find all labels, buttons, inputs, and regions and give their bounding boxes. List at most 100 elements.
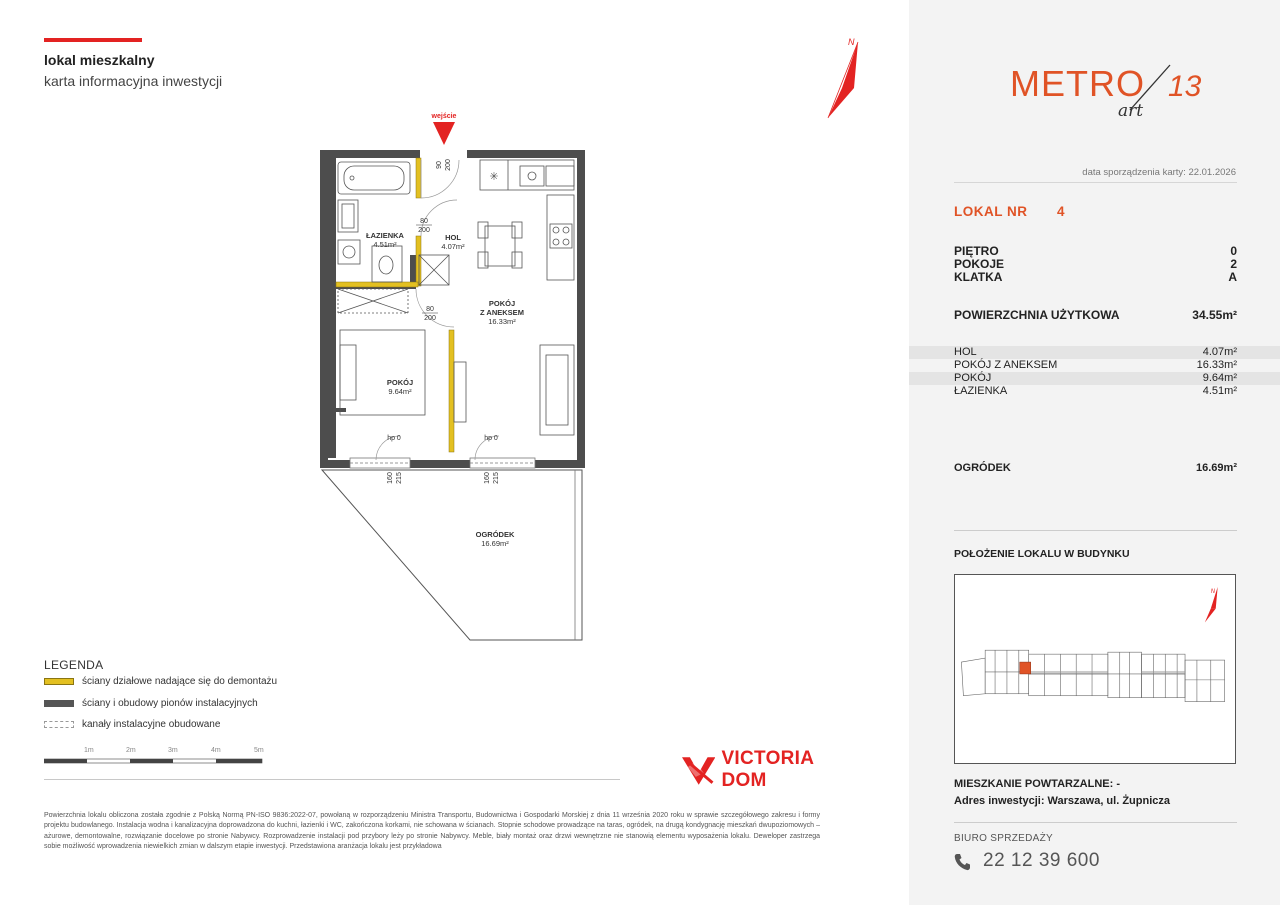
door-entry-w: 90 [436, 161, 443, 169]
metro-art-logo: METRO 13 art [1010, 63, 1202, 121]
repeat-label: MIESZKANIE POWTARZALNE: - [954, 778, 1121, 790]
scale-bar: 1m 2m 3m 4m 5m [44, 747, 264, 764]
info-label: PIĘTRO [954, 244, 999, 258]
room-area-hall: 4.07m² [441, 242, 465, 251]
investment-address: Adres inwestycji: Warszawa, ul. Żupnicza [954, 795, 1170, 807]
divider [954, 530, 1237, 531]
location-title: POŁOŻENIE LOKALU W BUDYNKU [954, 548, 1130, 560]
door-living-h: 200 [424, 315, 436, 322]
room-row-area: 4.51m² [1202, 385, 1237, 397]
divider [44, 779, 620, 780]
room-row: POKÓJ Z ANEKSEM 16.33m² [909, 359, 1280, 372]
room-label-bathroom: ŁAZIENKA [366, 231, 404, 240]
room-label-garden: OGRÓDEK [476, 530, 515, 539]
door-living-w: 80 [426, 306, 434, 313]
info-row-staircase: KLATKA A [954, 270, 1237, 284]
scale-label-4m: 4m [211, 747, 221, 754]
disclaimer-text: Powierzchnia lokalu obliczona została zg… [44, 812, 820, 850]
logo-sub-text: art [1118, 101, 1143, 121]
garden-row: OGRÓDEK 16.69m² [954, 462, 1237, 474]
garden-label: OGRÓDEK [954, 462, 1011, 474]
logo-number: 13 [1168, 70, 1202, 103]
info-panel [909, 0, 1280, 905]
legend-swatch-yellow [44, 677, 74, 685]
card-date: data sporządzenia karty: 22.01.2026 [1082, 167, 1236, 178]
room-row-area: 4.07m² [1202, 346, 1237, 358]
victoria-logo-icon [682, 757, 716, 785]
developer-logo: VICTORIA DOM [682, 748, 862, 791]
room-row-area: 9.64m² [1202, 372, 1237, 384]
north-label: N [848, 37, 855, 47]
legend-swatch-dark [44, 699, 74, 707]
window2-h: 215 [493, 472, 500, 484]
legend-label: ściany działowe nadające się do demontaż… [82, 675, 278, 687]
legend-title: LEGENDA [44, 658, 104, 672]
room-row: HOL 4.07m² [909, 346, 1280, 359]
info-value: 0 [1230, 244, 1237, 258]
threshold-right: hp 0 [484, 435, 498, 442]
room-area-room: 9.64m² [388, 387, 412, 396]
window1-w: 160 [387, 472, 394, 484]
legend-swatch-dashed [44, 720, 74, 728]
logo-main-text: METRO [1010, 63, 1145, 104]
info-row-floor: PIĘTRO 0 [954, 244, 1237, 258]
room-row-name: ŁAZIENKA [954, 385, 1008, 397]
room-label-living-1: POKÓJ [489, 299, 515, 308]
lokal-label: LOKAL NR [954, 204, 1028, 219]
room-row-name: POKÓJ Z ANEKSEM [954, 359, 1058, 371]
garden-outline [320, 469, 583, 641]
page-subtitle: karta informacyjna inwestycji [44, 73, 223, 89]
info-value: 2 [1230, 257, 1237, 271]
legend-item-demountable: ściany działowe nadające się do demontaż… [44, 674, 277, 688]
header-accent-line [44, 38, 142, 42]
svg-text:N: N [1211, 589, 1216, 595]
room-row-area: 16.33m² [1196, 359, 1237, 371]
legend-label: kanały instalacyjne obudowane [82, 718, 221, 730]
svg-text:✳: ✳ [489, 171, 498, 183]
lokal-number: 4 [1057, 204, 1065, 219]
usable-area-row: POWIERZCHNIA UŻYTKOWA 34.55m² [954, 308, 1237, 322]
door-entry-h: 200 [445, 159, 452, 171]
outer-walls [320, 150, 585, 468]
floor-plan: N wejście [320, 37, 859, 641]
door-bath-h: 200 [418, 227, 430, 234]
legend-label: ściany i obudowy pionów instalacyjnych [82, 697, 258, 709]
divider [954, 182, 1237, 183]
info-label: POKOJE [954, 257, 1005, 271]
unit-marker [1019, 661, 1031, 675]
demountable-walls [335, 157, 455, 453]
legend-item-walls: ściany i obudowy pionów instalacyjnych [44, 696, 258, 710]
room-area-garden: 16.69m² [481, 539, 509, 548]
room-label-hall: HOL [445, 233, 461, 242]
room-label-living-2: Z ANEKSEM [480, 308, 524, 317]
divider [954, 822, 1237, 823]
sales-office-label: BIURO SPRZEDAŻY [954, 833, 1053, 844]
room-row-name: HOL [954, 346, 977, 358]
room-area-bathroom: 4.51m² [373, 240, 397, 249]
room-label-room: POKÓJ [387, 378, 413, 387]
phone-number[interactable]: 22 12 39 600 [983, 850, 1100, 871]
entrance-arrow-icon [433, 122, 455, 145]
info-row-rooms: POKOJE 2 [954, 257, 1237, 271]
room-row: ŁAZIENKA 4.51m² [909, 385, 1280, 398]
entrance-label: wejście [431, 113, 457, 120]
room-row-name: POKÓJ [954, 372, 992, 384]
garden-value: 16.69m² [1196, 462, 1237, 474]
page-title: lokal mieszkalny [44, 52, 155, 68]
scale-label-5m: 5m [254, 747, 264, 754]
room-area-living: 16.33m² [488, 317, 516, 326]
map-north-arrow-icon: N [1204, 586, 1218, 623]
door-bath-w: 80 [420, 218, 428, 225]
legend-item-ducts: kanały instalacyjne obudowane [44, 717, 220, 731]
scale-label-2m: 2m [126, 747, 136, 754]
info-value: A [1228, 270, 1237, 284]
phone-icon [954, 854, 970, 871]
scale-label-3m: 3m [168, 747, 178, 754]
info-label: KLATKA [954, 270, 1003, 284]
developer-name: VICTORIA DOM [721, 748, 814, 791]
threshold-left: hp 0 [387, 435, 401, 442]
window2-w: 160 [484, 472, 491, 484]
scale-label-1m: 1m [84, 747, 94, 754]
window1-h: 215 [396, 472, 403, 484]
building-location-map: N [954, 574, 1236, 764]
